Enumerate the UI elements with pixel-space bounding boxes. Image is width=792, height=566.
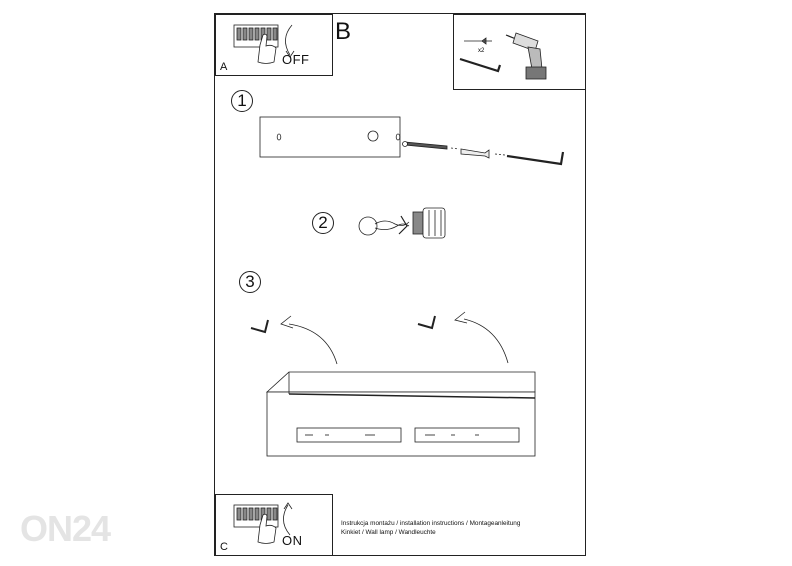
step-3-diagram (250, 311, 536, 457)
step-2-diagram (358, 207, 446, 239)
product-info: Instrukcja montażu / installation instru… (341, 519, 581, 537)
hook-icon (494, 151, 565, 166)
panel-a-letter: A (220, 61, 228, 73)
quantity-label: x2 (478, 48, 485, 54)
hook-icon (417, 315, 436, 330)
panel-switch-off: A OFF (215, 14, 333, 76)
drill-icon (505, 32, 547, 80)
step-3-marker: 3 (239, 271, 261, 293)
panel-switch-on: C ON (215, 494, 333, 556)
wall-plug-icon (450, 147, 490, 159)
instruction-sheet: A OFF B x2 1 (214, 13, 586, 556)
wire-connection-icon (358, 215, 410, 236)
step-2-marker: 2 (312, 212, 334, 234)
product-type: Kinkiet / Wall lamp / Wandleuchte (341, 529, 436, 536)
lamp-socket-icon (412, 207, 446, 239)
fuse-box-off-icon (233, 24, 295, 64)
screw-icon (402, 141, 448, 150)
step-1-marker: 1 (231, 90, 253, 112)
mounting-plate-icon (259, 116, 401, 158)
instructions-title: Instrukcja montażu / installation instru… (341, 520, 521, 527)
hook-screw-icon (459, 57, 502, 73)
on-label: ON (282, 533, 303, 548)
hook-icon (250, 319, 269, 334)
watermark-logo: ON24 (20, 508, 111, 549)
wall-plug-icon (464, 37, 492, 45)
panel-b-letter: B (335, 18, 352, 45)
arrow-up-left-icon (454, 311, 509, 364)
panel-c-letter: C (220, 541, 228, 553)
wall-lamp-body-icon (265, 371, 536, 457)
fuse-box-on-icon (233, 502, 293, 544)
off-label: OFF (282, 52, 310, 67)
arrow-up-left-icon (280, 315, 338, 365)
step-1-diagram (259, 116, 565, 166)
panel-tools: x2 (453, 14, 586, 90)
